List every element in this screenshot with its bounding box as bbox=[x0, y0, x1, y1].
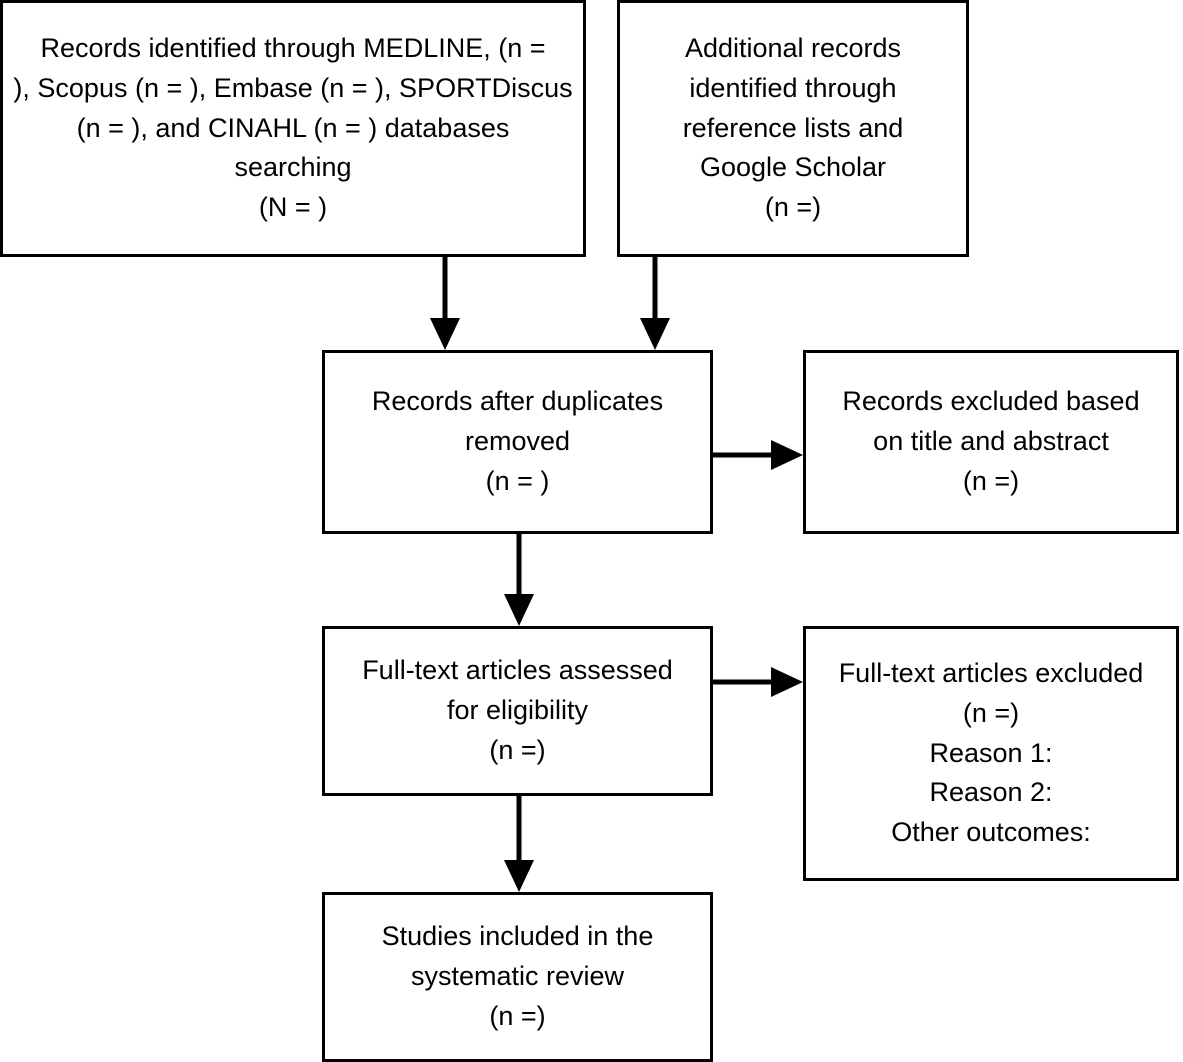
arrow-duplicates-to-records-excluded bbox=[713, 440, 803, 470]
box-text-line: (N = ) bbox=[258, 192, 328, 223]
box-fulltext-articles-excluded: Full-text articles excluded (n =) Reason… bbox=[803, 626, 1179, 881]
box-text-line: (n =) bbox=[764, 192, 822, 223]
box-text-line: Records excluded based bbox=[842, 386, 1140, 417]
box-text-line: Full-text articles excluded bbox=[838, 657, 1144, 688]
box-text-line: on title and abstract bbox=[873, 426, 1109, 457]
box-records-identified-databases: Records identified through MEDLINE, (n =… bbox=[0, 0, 586, 257]
box-records-excluded-title-abstract: Records excluded based on title and abst… bbox=[803, 350, 1179, 534]
arrow-databases-to-duplicates bbox=[430, 257, 460, 350]
box-text-line: searching bbox=[234, 152, 352, 183]
box-text-line: (n = ) bbox=[485, 465, 550, 496]
box-text-line: Studies included in the bbox=[381, 921, 654, 952]
box-text-line: Other outcomes: bbox=[891, 817, 1091, 848]
box-text-line: ), Scopus (n = ), Embase (n = ), SPORTDi… bbox=[13, 72, 573, 103]
arrow-fulltext-assessed-to-fulltext-excluded bbox=[713, 667, 803, 697]
box-fulltext-articles-assessed: Full-text articles assessed for eligibil… bbox=[322, 626, 713, 796]
box-text-line: (n =) bbox=[962, 465, 1020, 496]
box-text-line: Reason 1: bbox=[929, 737, 1053, 768]
arrow-fulltext-assessed-to-studies-included bbox=[504, 796, 534, 892]
box-additional-records-identified: Additional records identified through re… bbox=[617, 0, 969, 257]
box-records-after-duplicates-removed: Records after duplicates removed (n = ) bbox=[322, 350, 713, 534]
box-text-line: removed bbox=[464, 426, 571, 457]
box-text-line: Records after duplicates bbox=[371, 386, 664, 417]
box-text-line: Additional records bbox=[684, 32, 902, 63]
box-text-line: (n = ), and CINAHL (n = ) databases bbox=[76, 112, 510, 143]
box-text-line: Records identified through MEDLINE, (n = bbox=[40, 32, 546, 63]
arrow-duplicates-to-fulltext-assessed bbox=[504, 534, 534, 626]
box-text-line: (n =) bbox=[489, 734, 546, 765]
box-studies-included-systematic-review: Studies included in the systematic revie… bbox=[322, 892, 713, 1062]
box-text-line: for eligibility bbox=[446, 695, 589, 726]
box-text-line: identified through bbox=[689, 72, 897, 103]
box-text-line: Google Scholar bbox=[699, 152, 887, 183]
box-text-line: systematic review bbox=[410, 961, 625, 992]
box-text-line: Reason 2: bbox=[929, 777, 1053, 808]
box-text-line: (n =) bbox=[962, 697, 1020, 728]
arrow-additional-to-duplicates bbox=[640, 257, 670, 350]
box-text-line: (n =) bbox=[489, 1000, 546, 1031]
box-text-line: Full-text articles assessed bbox=[362, 655, 673, 686]
box-text-line: reference lists and bbox=[682, 112, 904, 143]
